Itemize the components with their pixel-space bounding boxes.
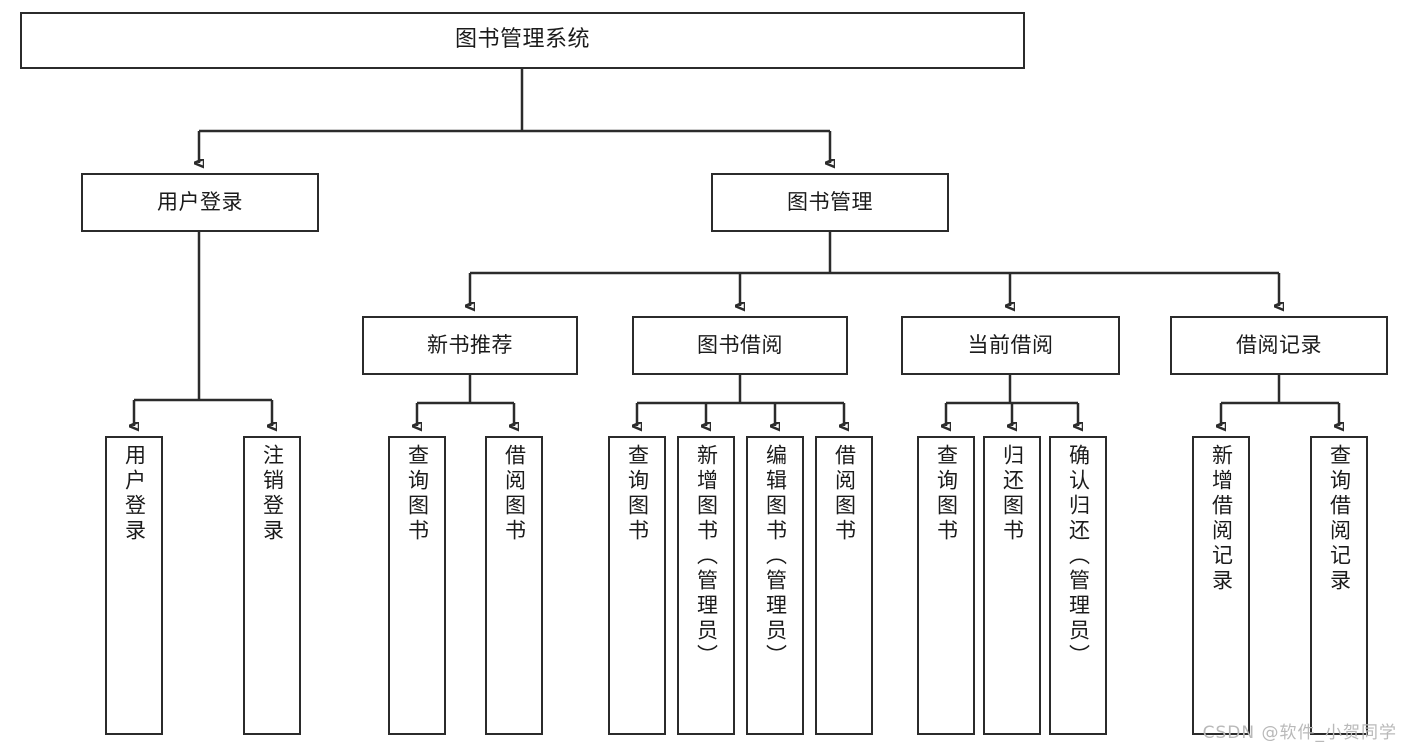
node-label: 图书管理 [787,189,873,214]
node-label: 新增图书（管理员） [694,444,719,669]
node-leaf-add-record[interactable]: 新增借阅记录 [1192,436,1250,735]
node-leaf-add-book[interactable]: 新增图书（管理员） [677,436,735,735]
node-borrow-record[interactable]: 借阅记录 [1170,316,1388,375]
node-leaf-query-book-1[interactable]: 查询图书 [388,436,446,735]
node-root-system[interactable]: 图书管理系统 [20,12,1025,69]
node-leaf-query-record[interactable]: 查询借阅记录 [1310,436,1368,735]
node-label: 新书推荐 [427,332,513,357]
node-label: 查询借阅记录 [1327,444,1352,594]
node-label: 编辑图书（管理员） [763,444,788,669]
node-label: 用户登录 [157,189,243,214]
node-leaf-confirm-return[interactable]: 确认归还（管理员） [1049,436,1107,735]
node-label: 用户登录 [122,444,147,544]
node-new-book-recommend[interactable]: 新书推荐 [362,316,578,375]
node-leaf-borrow-book-2[interactable]: 借阅图书 [815,436,873,735]
node-label: 查询图书 [934,444,959,544]
node-label: 查询图书 [405,444,430,544]
node-label: 注销登录 [260,444,285,544]
node-label: 借阅图书 [502,444,527,544]
node-leaf-query-book-2[interactable]: 查询图书 [608,436,666,735]
node-book-management[interactable]: 图书管理 [711,173,949,232]
node-label: 图书管理系统 [454,27,590,53]
node-user-login[interactable]: 用户登录 [81,173,319,232]
node-label: 归还图书 [1000,444,1025,544]
node-label: 查询图书 [625,444,650,544]
node-label: 借阅记录 [1236,332,1322,357]
node-label: 借阅图书 [832,444,857,544]
node-label: 新增借阅记录 [1209,444,1234,594]
node-leaf-query-book-3[interactable]: 查询图书 [917,436,975,735]
node-label: 确认归还（管理员） [1066,444,1091,669]
watermark-text: CSDN @软件_小贺同学 [1202,723,1397,743]
node-current-borrow[interactable]: 当前借阅 [901,316,1120,375]
node-leaf-return-book[interactable]: 归还图书 [983,436,1041,735]
node-leaf-borrow-book-1[interactable]: 借阅图书 [485,436,543,735]
node-label: 当前借阅 [967,332,1054,357]
node-leaf-user-login[interactable]: 用户登录 [105,436,163,735]
node-leaf-edit-book[interactable]: 编辑图书（管理员） [746,436,804,735]
node-leaf-logout-login[interactable]: 注销登录 [243,436,301,735]
node-label: 图书借阅 [697,332,783,357]
node-book-borrow[interactable]: 图书借阅 [632,316,848,375]
